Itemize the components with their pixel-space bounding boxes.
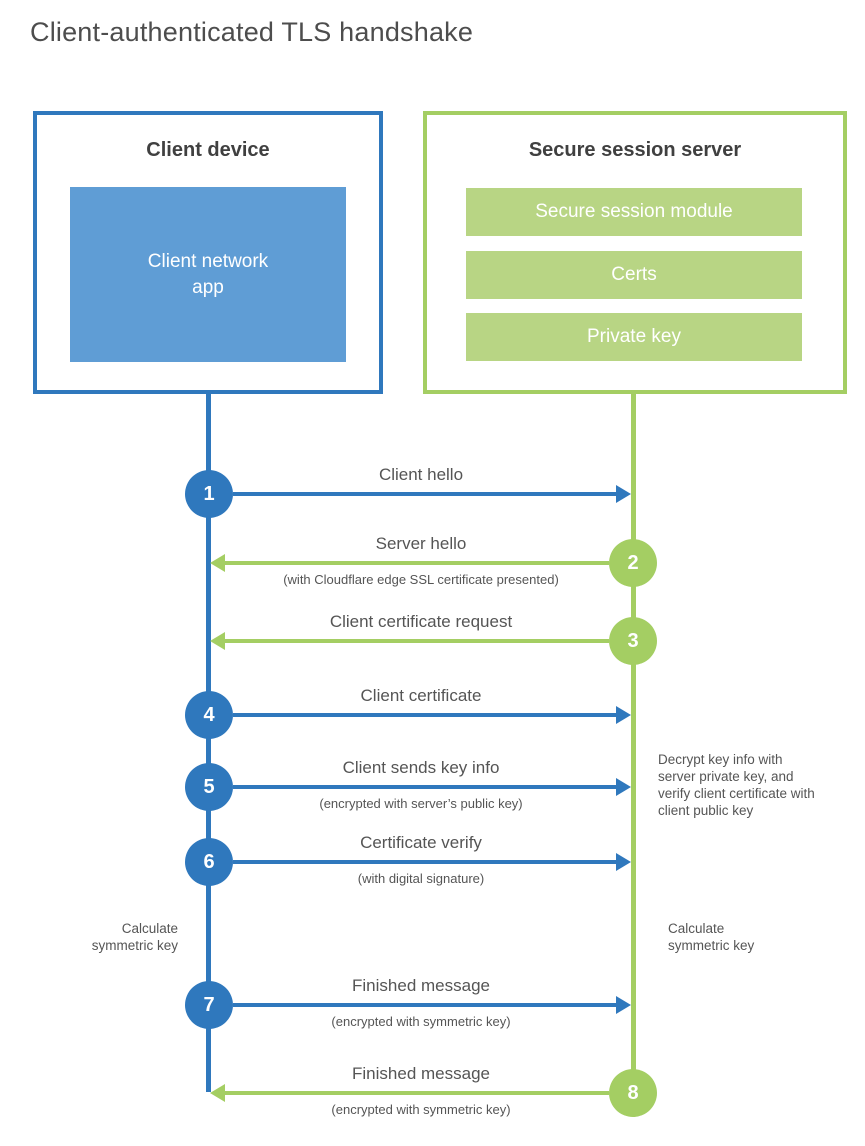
step-1-arrow-line (233, 492, 617, 496)
server-module-bar-private-key: Private key (466, 313, 802, 361)
step-2-arrow-line (225, 561, 609, 565)
secure-session-server-title: Secure session server (528, 139, 742, 161)
step-8-arrow-line (225, 1091, 609, 1095)
step-5-arrow-line (233, 785, 617, 789)
step-7-arrow-head (616, 996, 631, 1014)
step-4-label: Client certificate (360, 686, 482, 705)
server-lifeline (631, 392, 636, 1093)
step-5-badge: 5 (185, 763, 233, 811)
step-5-label: Client sends key info (342, 758, 500, 777)
step-6-arrow-head (616, 853, 631, 871)
step-6-sublabel: (with digital signature) (357, 871, 485, 886)
step-2-badge: 2 (609, 539, 657, 587)
step-1-badge: 1 (185, 470, 233, 518)
step-6-label: Certificate verify (360, 833, 482, 852)
note-decrypt-key-info: Decrypt key info with server private key… (658, 752, 815, 818)
client-lifeline (206, 392, 211, 1092)
step-4-badge: 4 (185, 691, 233, 739)
step-8-label: Finished message (352, 1064, 490, 1083)
note-calculate-symmetric-key-right: Calculate symmetric key (668, 921, 755, 953)
step-1-label: Client hello (378, 465, 464, 484)
client-device-title: Client device (146, 139, 270, 161)
step-6-badge: 6 (185, 838, 233, 886)
server-module-bar-secure-session-module: Secure session module (466, 188, 802, 236)
step-1-arrow-head (616, 485, 631, 503)
step-3-label: Client certificate request (329, 612, 513, 631)
step-7-arrow-line (233, 1003, 617, 1007)
step-3-badge: 3 (609, 617, 657, 665)
client-device-box: Client device Client network app (33, 111, 383, 394)
step-4-arrow-head (616, 706, 631, 724)
step-4-arrow-line (233, 713, 617, 717)
secure-session-server-box: Secure session server Secure session mod… (423, 111, 847, 394)
step-8-sublabel: (encrypted with symmetric key) (331, 1102, 511, 1117)
client-network-app-label: Client network app (147, 250, 269, 298)
step-2-arrow-head (210, 554, 225, 572)
server-module-bar-certs: Certs (466, 251, 802, 299)
step-2-sublabel: (with Cloudflare edge SSL certificate pr… (283, 572, 559, 587)
step-5-sublabel: (encrypted with server’s public key) (319, 796, 523, 811)
step-7-badge: 7 (185, 981, 233, 1029)
step-3-arrow-line (225, 639, 609, 643)
client-network-app-box: Client network app (70, 187, 346, 362)
step-6-arrow-line (233, 860, 617, 864)
step-7-sublabel: (encrypted with symmetric key) (331, 1014, 511, 1029)
note-calculate-symmetric-key-left: Calculate symmetric key (91, 921, 178, 953)
page-title: Client-authenticated TLS handshake (30, 17, 474, 47)
step-3-arrow-head (210, 632, 225, 650)
step-8-arrow-head (210, 1084, 225, 1102)
step-5-arrow-head (616, 778, 631, 796)
step-8-badge: 8 (609, 1069, 657, 1117)
step-2-label: Server hello (375, 534, 467, 553)
step-7-label: Finished message (352, 976, 490, 995)
